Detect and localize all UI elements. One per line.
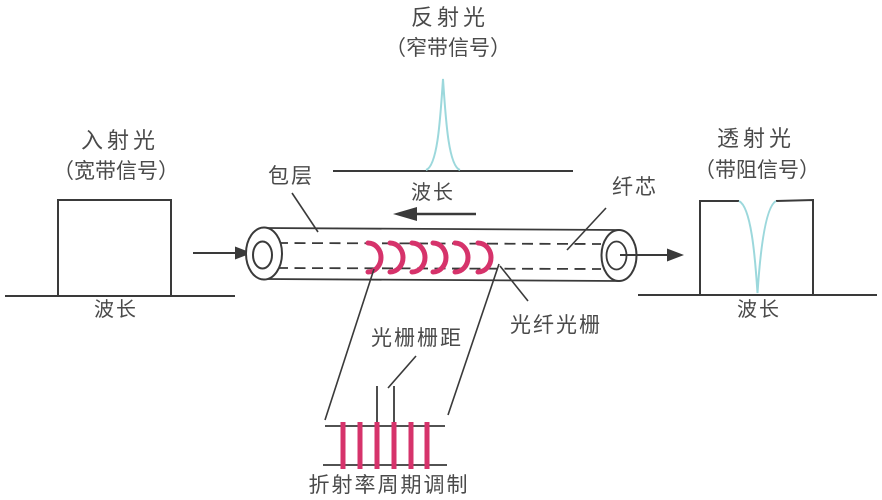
fiber-bottom-edge: [263, 278, 620, 282]
grating-pitch-label: 光栅栅距: [371, 326, 463, 350]
reflected-light-subtitle: （窄带信号）: [385, 36, 511, 60]
core-pointer-line: [566, 207, 607, 251]
index-modulation-label: 折射率周期调制: [308, 473, 470, 497]
fiber-left-end: [245, 226, 283, 281]
transmitted-light-subtitle: （带阻信号）: [694, 158, 820, 182]
incident-light-title: 入射光: [80, 128, 160, 153]
transmitted-notch: [738, 200, 777, 294]
incident-light-subtitle: （宽带信号）: [53, 159, 179, 183]
transmitted-rect-right: [775, 198, 814, 295]
projection-left-line: [324, 268, 375, 421]
core-label: 纤芯: [612, 175, 658, 199]
incident-axis-label: 波长: [94, 299, 138, 321]
pitch-pointer-line: [387, 355, 417, 389]
reflected-spectrum: [333, 78, 573, 172]
cladding-pointer-line: [291, 192, 319, 233]
transmitted-light-arrow: [620, 248, 684, 262]
fiber-grating-label: 光纤光栅: [510, 313, 602, 337]
transmitted-rect-left: [699, 200, 739, 295]
reflected-narrowband-peak: [425, 78, 461, 171]
index-modulation-bars: [340, 422, 430, 469]
reflected-light-title: 反射光: [410, 5, 490, 30]
reflected-direction-arrow: [393, 207, 476, 221]
fiber-cylinder: [245, 226, 638, 282]
transmitted-spectrum: [638, 198, 877, 296]
fiber-top-edge: [263, 227, 620, 231]
projection-right-line: [447, 263, 500, 416]
incident-spectrum: [5, 199, 235, 297]
transmitted-axis-label: 波长: [737, 299, 781, 321]
reflected-axis-label: 波长: [411, 182, 455, 204]
incident-light-arrow: [193, 246, 252, 260]
incident-broadband-rect: [57, 199, 172, 296]
cladding-label: 包层: [268, 164, 314, 188]
fiber-grating-pointer-line: [499, 265, 529, 302]
grating-zoom-projection: [323, 263, 500, 469]
transmitted-light-title: 透射光: [716, 126, 796, 151]
fiber-left-core: [252, 240, 273, 270]
